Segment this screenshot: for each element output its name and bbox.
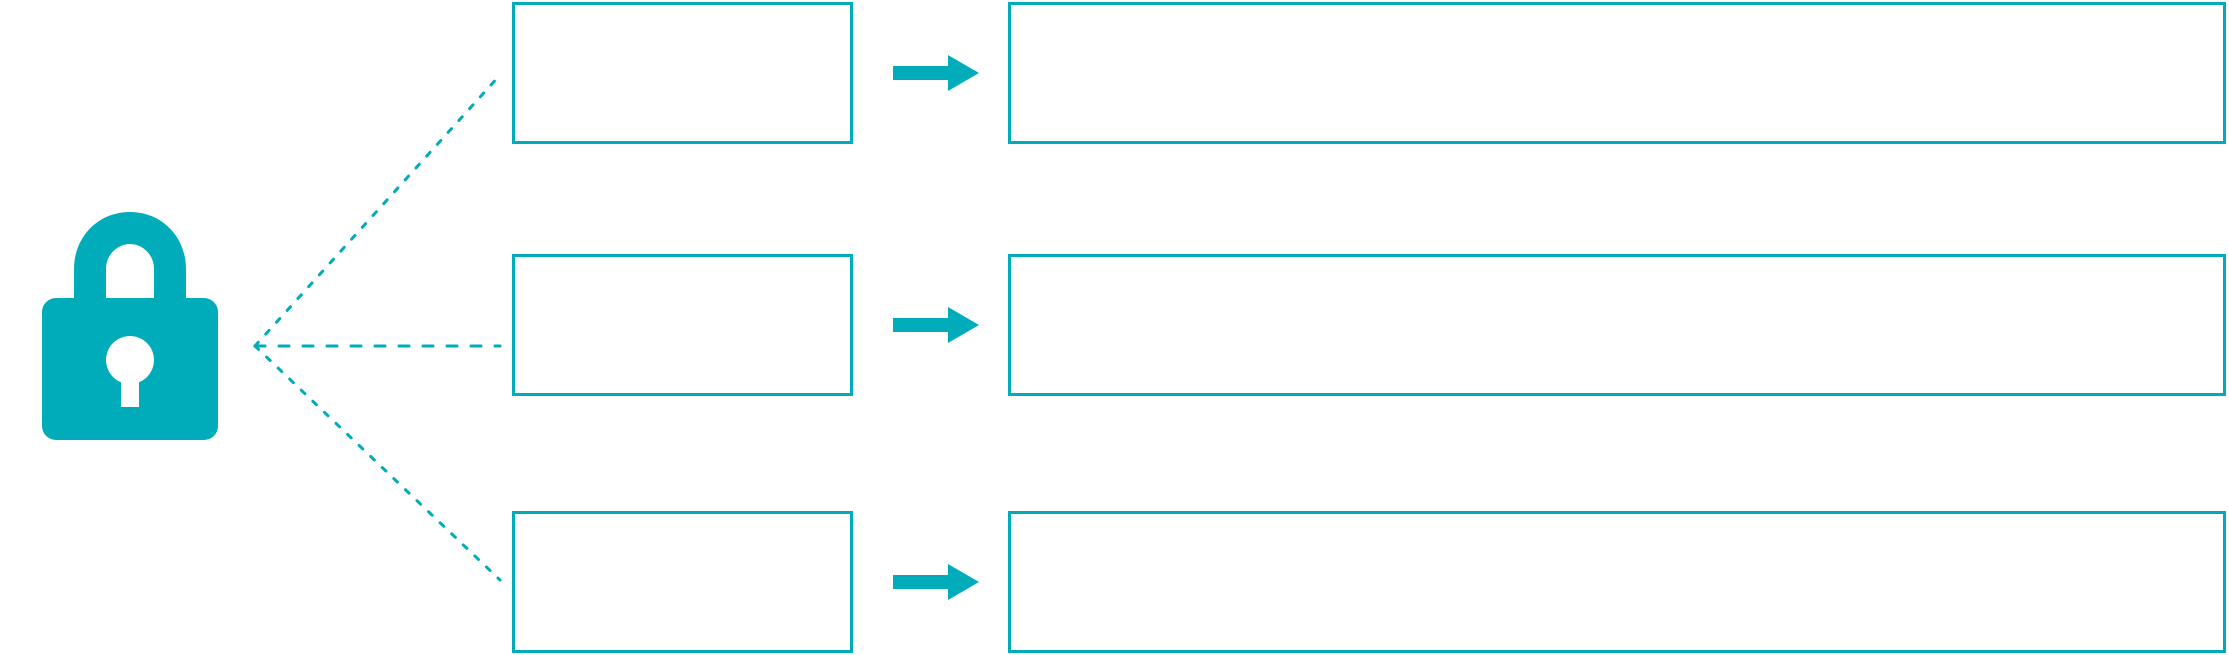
right-box-1-text — [1011, 5, 2223, 25]
diagram-row — [0, 509, 2229, 655]
left-box-1[interactable] — [512, 2, 853, 144]
arrow-right-icon — [893, 55, 979, 91]
right-box-1[interactable] — [1008, 2, 2226, 144]
left-box-2-text — [515, 257, 850, 277]
arrow-right-icon — [893, 307, 979, 343]
left-box-2[interactable] — [512, 254, 853, 396]
right-box-2-text — [1011, 257, 2223, 277]
padlock-icon — [40, 210, 220, 442]
left-box-3[interactable] — [512, 511, 853, 653]
right-box-3[interactable] — [1008, 511, 2226, 653]
right-box-2[interactable] — [1008, 254, 2226, 396]
left-box-3-text — [515, 514, 850, 534]
left-box-1-text — [515, 5, 850, 25]
diagram-row — [0, 0, 2229, 146]
arrow-right-icon — [893, 564, 979, 600]
right-box-3-text — [1011, 514, 2223, 534]
diagram-row — [0, 252, 2229, 398]
